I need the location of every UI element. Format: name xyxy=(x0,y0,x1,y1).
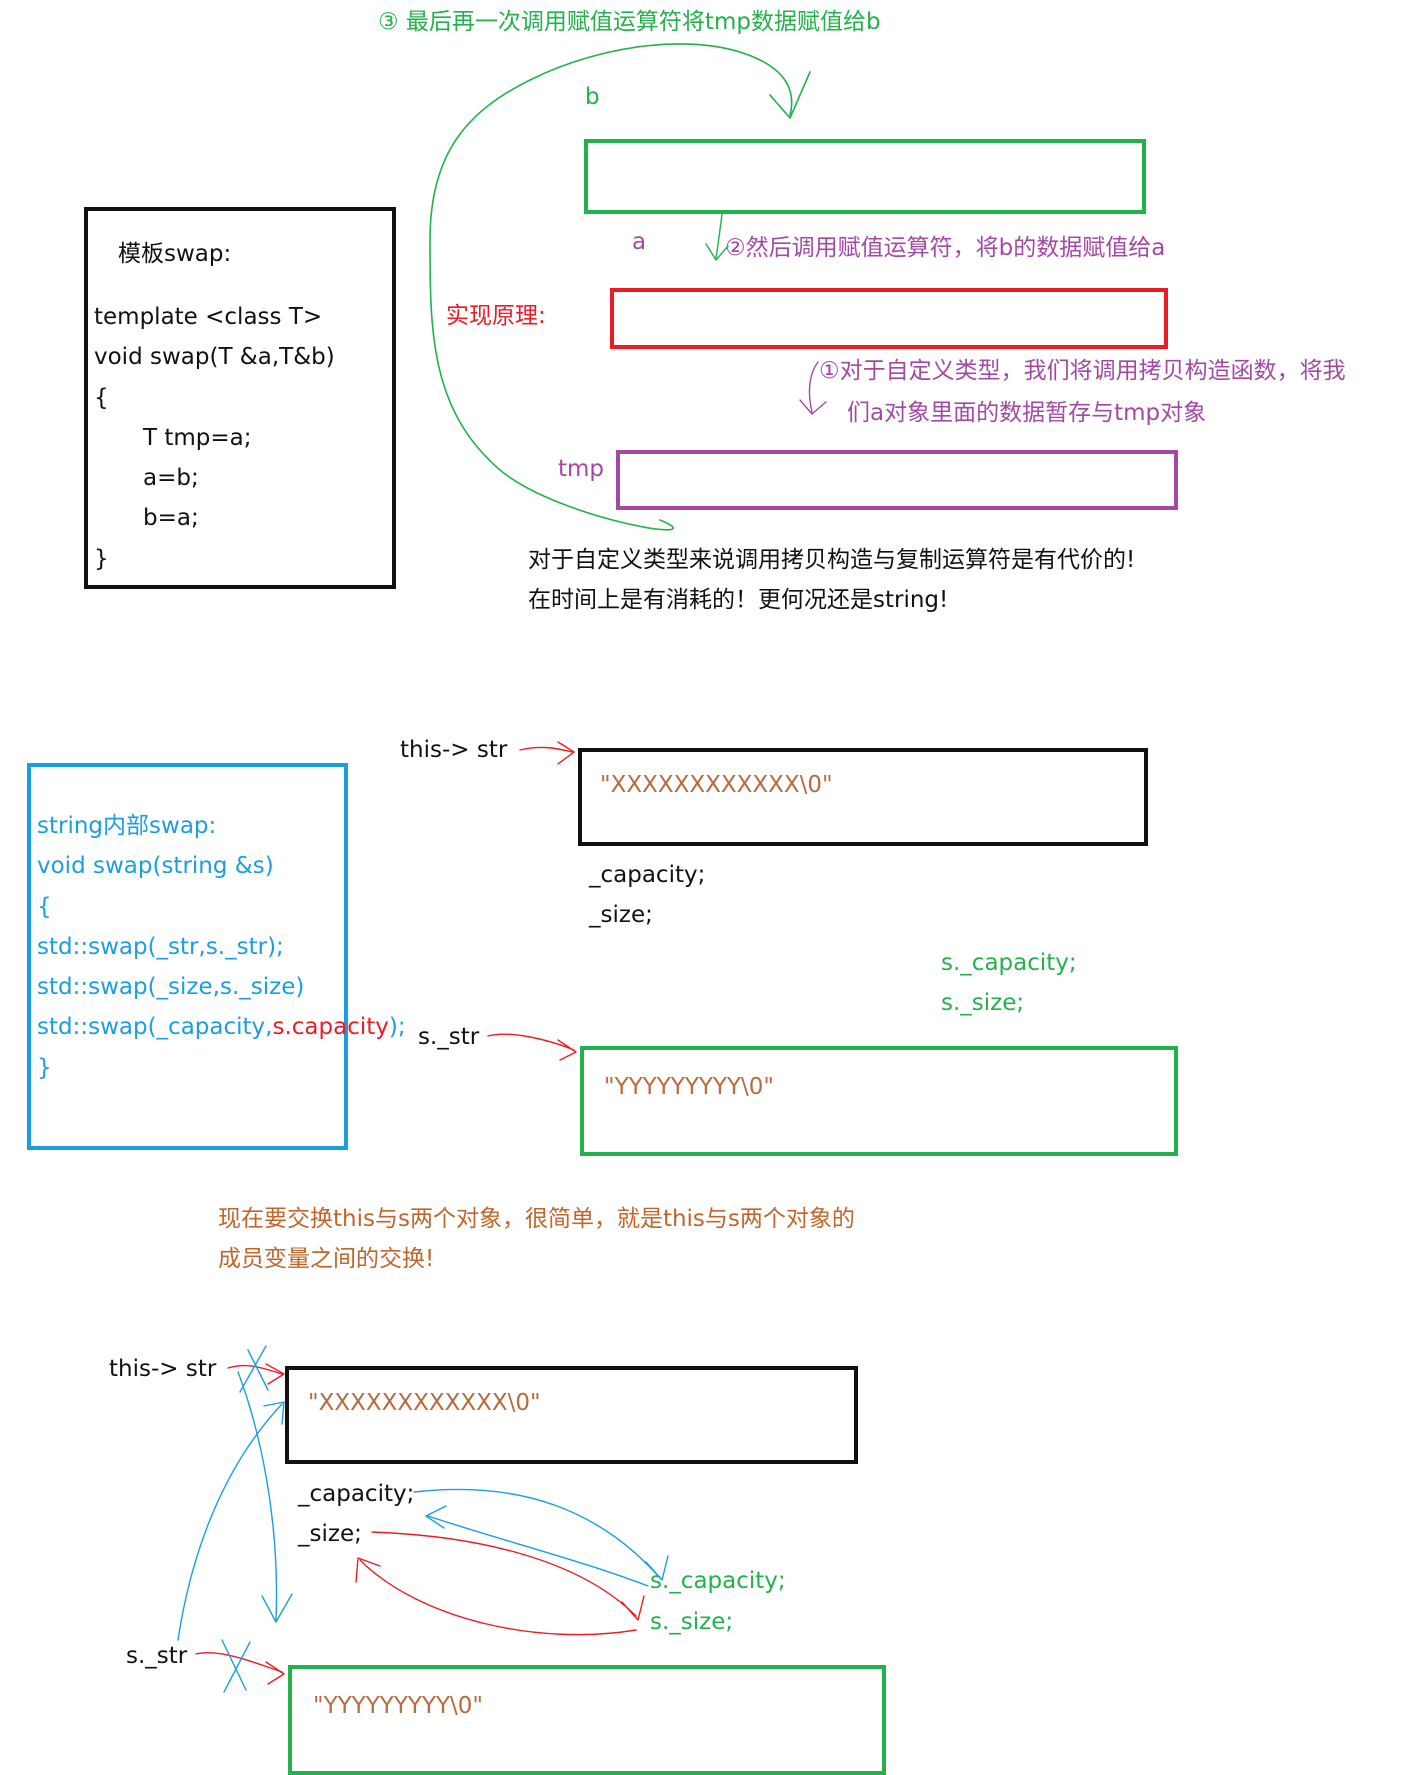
bot-this-str-label: this-> str xyxy=(109,1356,217,1382)
string-swap-red-part: s.capacity xyxy=(272,1014,389,1040)
bot-size-label: _size; xyxy=(298,1521,362,1547)
template-line-5: a=b; xyxy=(143,465,199,491)
template-line-2: void swap(T &a,T&b) xyxy=(94,344,335,370)
mid-y-string: "YYYYYYYYY\0" xyxy=(604,1074,774,1100)
template-swap-box xyxy=(84,207,396,589)
mid-s-capacity-label: s._capacity; xyxy=(941,950,1077,976)
template-line-4: T tmp=a; xyxy=(143,425,252,451)
step1-caption-line2: 们a对象里面的数据暂存与tmp对象 xyxy=(847,400,1207,426)
bot-s-pointer-head xyxy=(265,1661,285,1685)
template-line-6: b=a; xyxy=(143,505,199,531)
cost-note-line1: 对于自定义类型来说调用拷贝构造与复制运算符是有代价的! xyxy=(528,547,1136,573)
step1-arrowhead xyxy=(799,399,827,415)
red-size-swap-head xyxy=(621,1595,645,1621)
string-swap-line-5: std::swap(_size,s._size) xyxy=(37,974,305,1000)
explanation-line2: 成员变量之间的交换! xyxy=(218,1246,435,1272)
label-b: b xyxy=(585,84,600,110)
step1-arrow xyxy=(808,361,819,413)
step2-arrow xyxy=(715,213,723,259)
red-size-swap-arrow xyxy=(371,1531,637,1617)
blue-capacity-back-head xyxy=(425,1505,447,1529)
template-line-1: template <class T> xyxy=(94,304,323,330)
mid-this-pointer-head xyxy=(557,741,575,765)
mid-this-pointer-arrow xyxy=(519,746,573,753)
string-swap-line-7: } xyxy=(37,1055,52,1081)
step2-caption: ②然后调用赋值运算符，将b的数据赋值给a xyxy=(725,235,1166,261)
label-a: a xyxy=(632,229,647,255)
bot-s-size-label: s._size; xyxy=(650,1609,734,1635)
explanation-line1: 现在要交换this与s两个对象，很简单，就是this与s两个对象的 xyxy=(218,1206,855,1232)
label-tmp: tmp xyxy=(558,456,605,482)
blue-s-to-x-arrow xyxy=(177,1403,283,1641)
mid-s-str-box xyxy=(580,1046,1178,1156)
string-swap-line-2: void swap(string &s) xyxy=(37,853,274,879)
bot-this-cross xyxy=(239,1345,269,1393)
template-line-3: { xyxy=(94,385,109,411)
blue-capacity-swap-arrow xyxy=(413,1488,661,1579)
bot-this-str-box xyxy=(285,1366,858,1464)
object-tmp-box xyxy=(616,450,1178,510)
bot-x-string: "XXXXXXXXXXXX\0" xyxy=(308,1390,541,1416)
template-title: 模板swap: xyxy=(118,241,232,267)
blue-capacity-back-arrow xyxy=(427,1515,649,1587)
step1-caption-line1: ①对于自定义类型，我们将调用拷贝构造函数，将我 xyxy=(819,358,1346,384)
bot-s-pointer-arrow xyxy=(195,1652,283,1673)
step2-arrowhead xyxy=(705,243,729,261)
red-size-back-head xyxy=(355,1557,381,1583)
bot-capacity-label: _capacity; xyxy=(298,1481,415,1507)
string-swap-line-6-prefix: std::swap(_capacity, xyxy=(37,1014,273,1040)
object-a-box xyxy=(610,288,1168,349)
string-swap-line-6: std::swap(_capacity,s.capacity); xyxy=(37,1016,406,1039)
string-swap-box xyxy=(27,763,348,1150)
blue-capacity-swap-head xyxy=(645,1555,669,1581)
string-swap-tail: ); xyxy=(388,1014,406,1040)
mid-x-string: "XXXXXXXXXXXX\0" xyxy=(600,772,833,798)
cost-note-line2: 在时间上是有消耗的！更何况还是string! xyxy=(528,587,949,613)
mid-this-str-label: this-> str xyxy=(400,737,508,763)
step3-caption: ③ 最后再一次调用赋值运算符将tmp数据赋值给b xyxy=(378,9,881,35)
green-loop-arrowhead xyxy=(769,71,811,119)
mid-size-label: _size; xyxy=(589,902,653,928)
red-size-back-arrow xyxy=(359,1559,637,1636)
bot-s-capacity-label: s._capacity; xyxy=(650,1568,786,1594)
string-swap-line-3: { xyxy=(37,894,52,920)
blue-s-to-x-head xyxy=(263,1401,285,1425)
mid-s-str-label: s._str xyxy=(418,1024,480,1050)
string-swap-line-1: string内部swap: xyxy=(37,813,217,839)
mid-s-pointer-head xyxy=(557,1039,577,1061)
bot-s-cross xyxy=(221,1639,251,1693)
principle-label: 实现原理: xyxy=(446,303,546,329)
mid-this-str-box xyxy=(578,748,1148,846)
green-loop-arrow xyxy=(429,43,793,531)
mid-s-size-label: s._size; xyxy=(941,990,1025,1016)
mid-s-pointer-arrow xyxy=(487,1033,575,1051)
bot-s-str-label: s._str xyxy=(126,1643,188,1669)
object-b-box xyxy=(584,139,1146,214)
blue-this-to-y-head xyxy=(261,1593,293,1623)
mid-capacity-label: _capacity; xyxy=(589,862,706,888)
bot-this-pointer-head xyxy=(265,1363,285,1385)
template-line-7: } xyxy=(94,546,109,572)
bot-y-string: "YYYYYYYYY\0" xyxy=(313,1693,483,1719)
blue-this-to-y-arrow xyxy=(237,1371,278,1621)
string-swap-line-4: std::swap(_str,s._str); xyxy=(37,934,284,960)
